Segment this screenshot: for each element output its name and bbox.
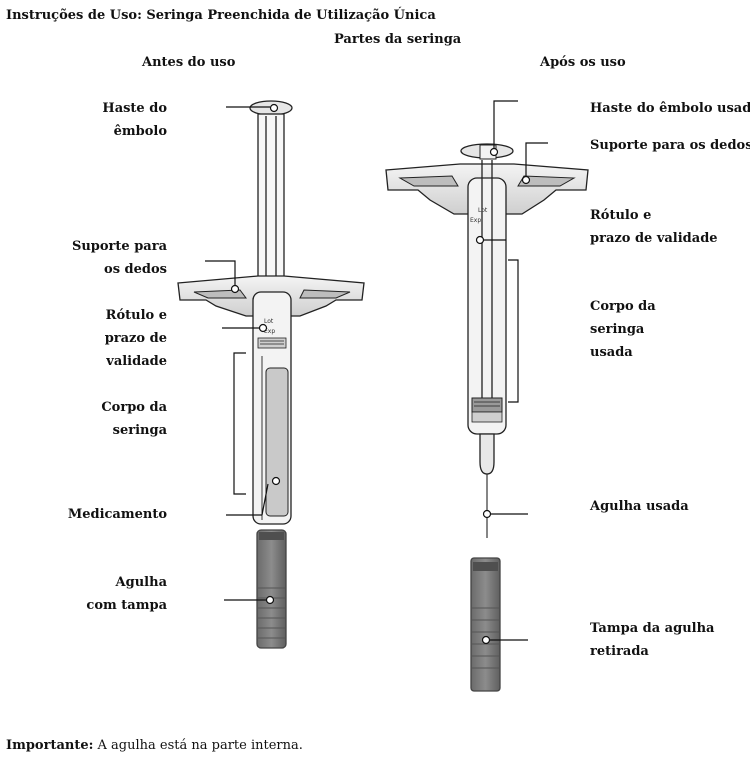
used-stopper (471, 397, 503, 413)
label-label-expiry-after: Rótulo e prazo de validade (590, 208, 718, 246)
removed-cap (470, 557, 501, 692)
used-syringe-lot-text: Lot (478, 207, 488, 214)
medicine-fill (265, 367, 289, 517)
label-plunger-rod: Haste do êmbolo (102, 101, 167, 139)
syringe-exp-text: Exp (264, 328, 275, 335)
page-title: Instruções de Uso: Seringa Preenchida de… (6, 8, 436, 23)
label-finger-grip: Suporte para os dedos (71, 239, 167, 277)
label-used-barrel: Corpo da seringa usada (590, 299, 656, 360)
plunger-rod (257, 113, 285, 291)
label-needle-cap: Agulha com tampa (86, 575, 167, 613)
label-used-needle: Agulha usada (590, 499, 689, 514)
label-finger-grip-after: Suporte para os dedos (590, 138, 750, 153)
label-used-plunger: Haste do êmbolo usada (590, 101, 750, 116)
label-label-expiry: Rótulo e prazo de validade (104, 308, 167, 369)
column-heading-before: Antes do uso (142, 55, 236, 70)
needle-cap (256, 529, 287, 649)
leaders-after (475, 100, 548, 645)
column-heading-after: Após os uso (540, 55, 626, 70)
used-hub (479, 433, 495, 475)
syringe-before (177, 100, 365, 649)
syringe-after (385, 143, 589, 692)
footer-note-text: A agulha está na parte interna. (93, 738, 303, 753)
diagram-subtitle: Partes da seringa (334, 32, 462, 47)
syringe-lot-text: Lot (264, 318, 274, 325)
leaders-before (205, 103, 281, 605)
label-barrel: Corpo da seringa (101, 400, 167, 438)
footer-note: Importante: A agulha está na parte inter… (6, 736, 303, 756)
used-syringe-exp-text: Exp (470, 217, 481, 224)
footer-note-label: Importante: (6, 738, 94, 753)
label-removed-cap: Tampa da agulha retirada (590, 621, 715, 659)
label-medicine: Medicamento (67, 507, 167, 522)
